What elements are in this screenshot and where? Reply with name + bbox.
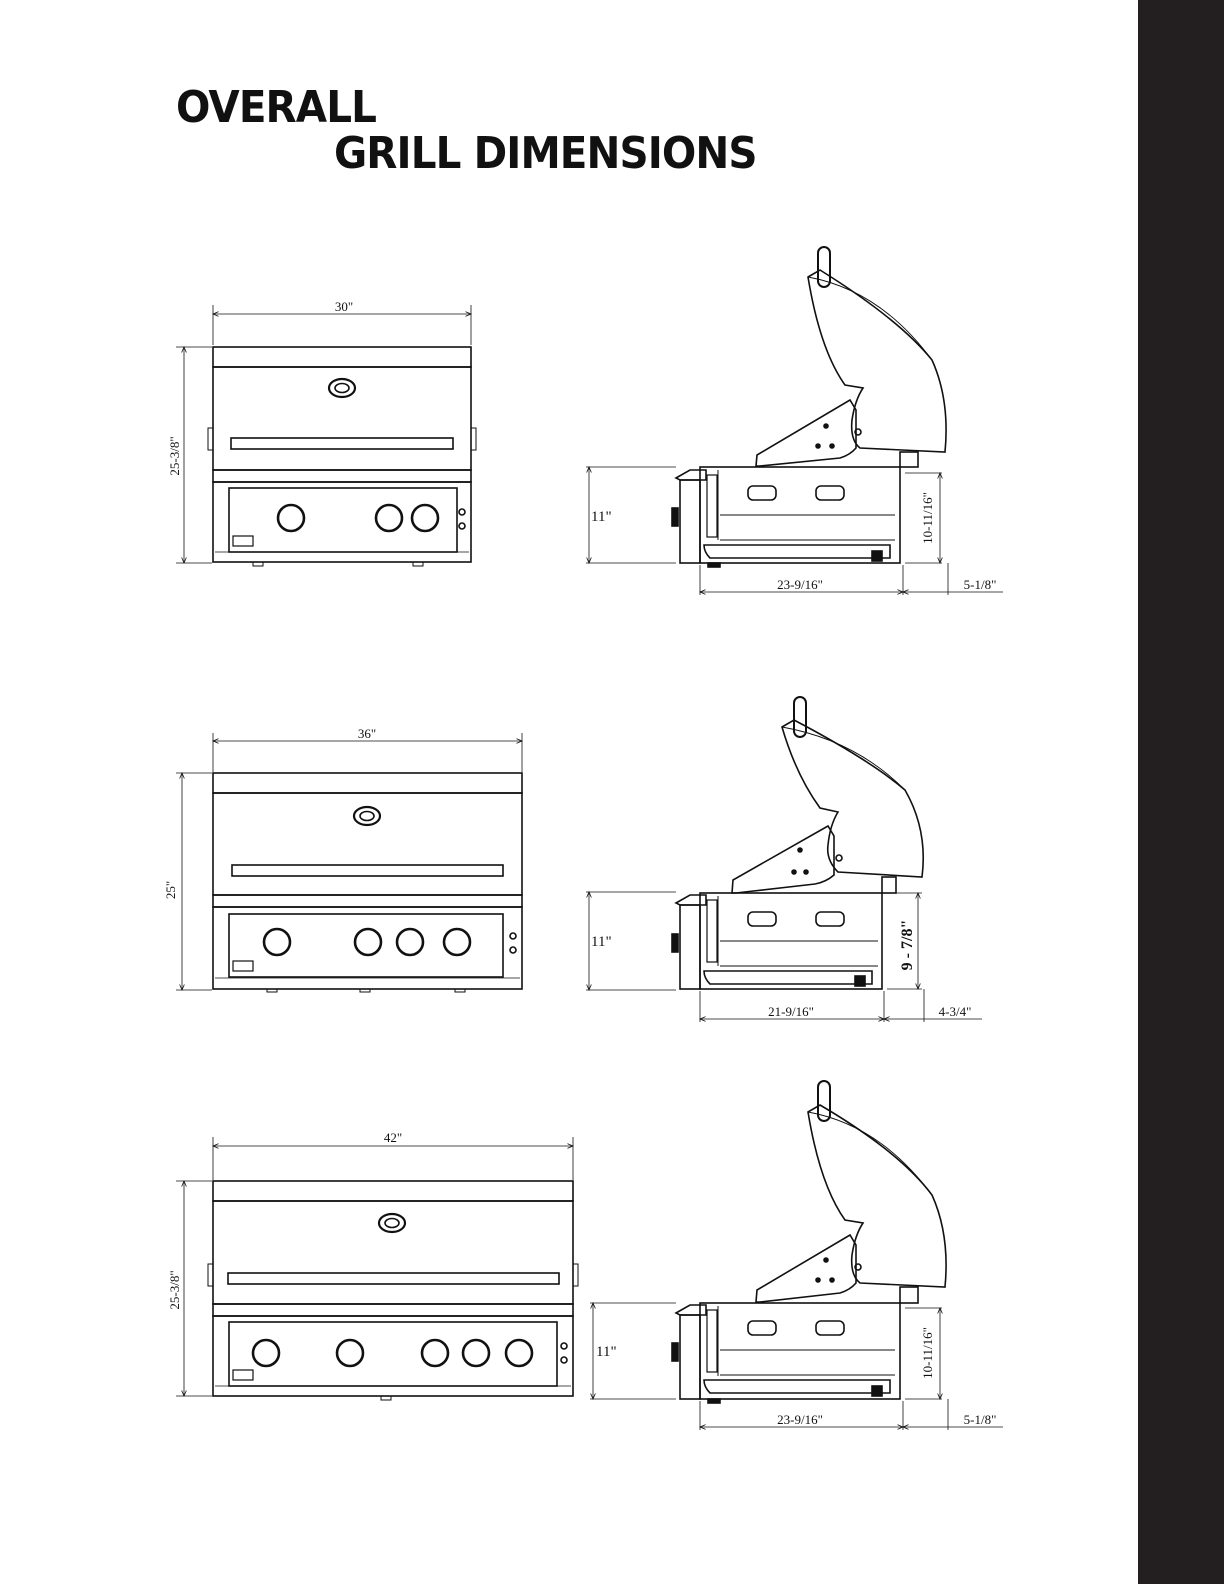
front-view-42 (176, 1137, 578, 1400)
side-height-right-30: 10-11/16" (920, 492, 935, 544)
front-view-36 (176, 733, 522, 992)
height-label-30: 25-3/8" (167, 436, 182, 475)
sidebar-bar (1138, 0, 1224, 1584)
side-height-left-42: 11" (596, 1344, 617, 1360)
side-offset-30: 5-1/8" (964, 577, 997, 592)
width-label-42: 42" (384, 1130, 402, 1145)
side-view-36 (586, 697, 982, 1022)
side-view-42 (590, 1081, 1003, 1430)
dimension-drawings: 30" 25-3/8" (0, 0, 1138, 1584)
side-offset-42: 5-1/8" (964, 1412, 997, 1427)
side-height-left-30: 11" (591, 509, 612, 525)
side-view-30 (586, 247, 1003, 595)
width-label-30: 30" (335, 299, 353, 314)
side-depth-30: 23-9/16" (777, 577, 823, 592)
height-label-42: 25-3/8" (167, 1270, 182, 1309)
front-view-30 (176, 305, 476, 566)
side-height-right-42: 10-11/16" (920, 1327, 935, 1379)
side-depth-42: 23-9/16" (777, 1412, 823, 1427)
height-label-36: 25" (163, 881, 178, 899)
side-height-right-36: 9 - 7/8" (899, 920, 916, 971)
side-depth-36: 21-9/16" (768, 1004, 814, 1019)
side-offset-36: 4-3/4" (939, 1004, 972, 1019)
side-height-left-36: 11" (591, 934, 612, 950)
width-label-36: 36" (358, 726, 376, 741)
